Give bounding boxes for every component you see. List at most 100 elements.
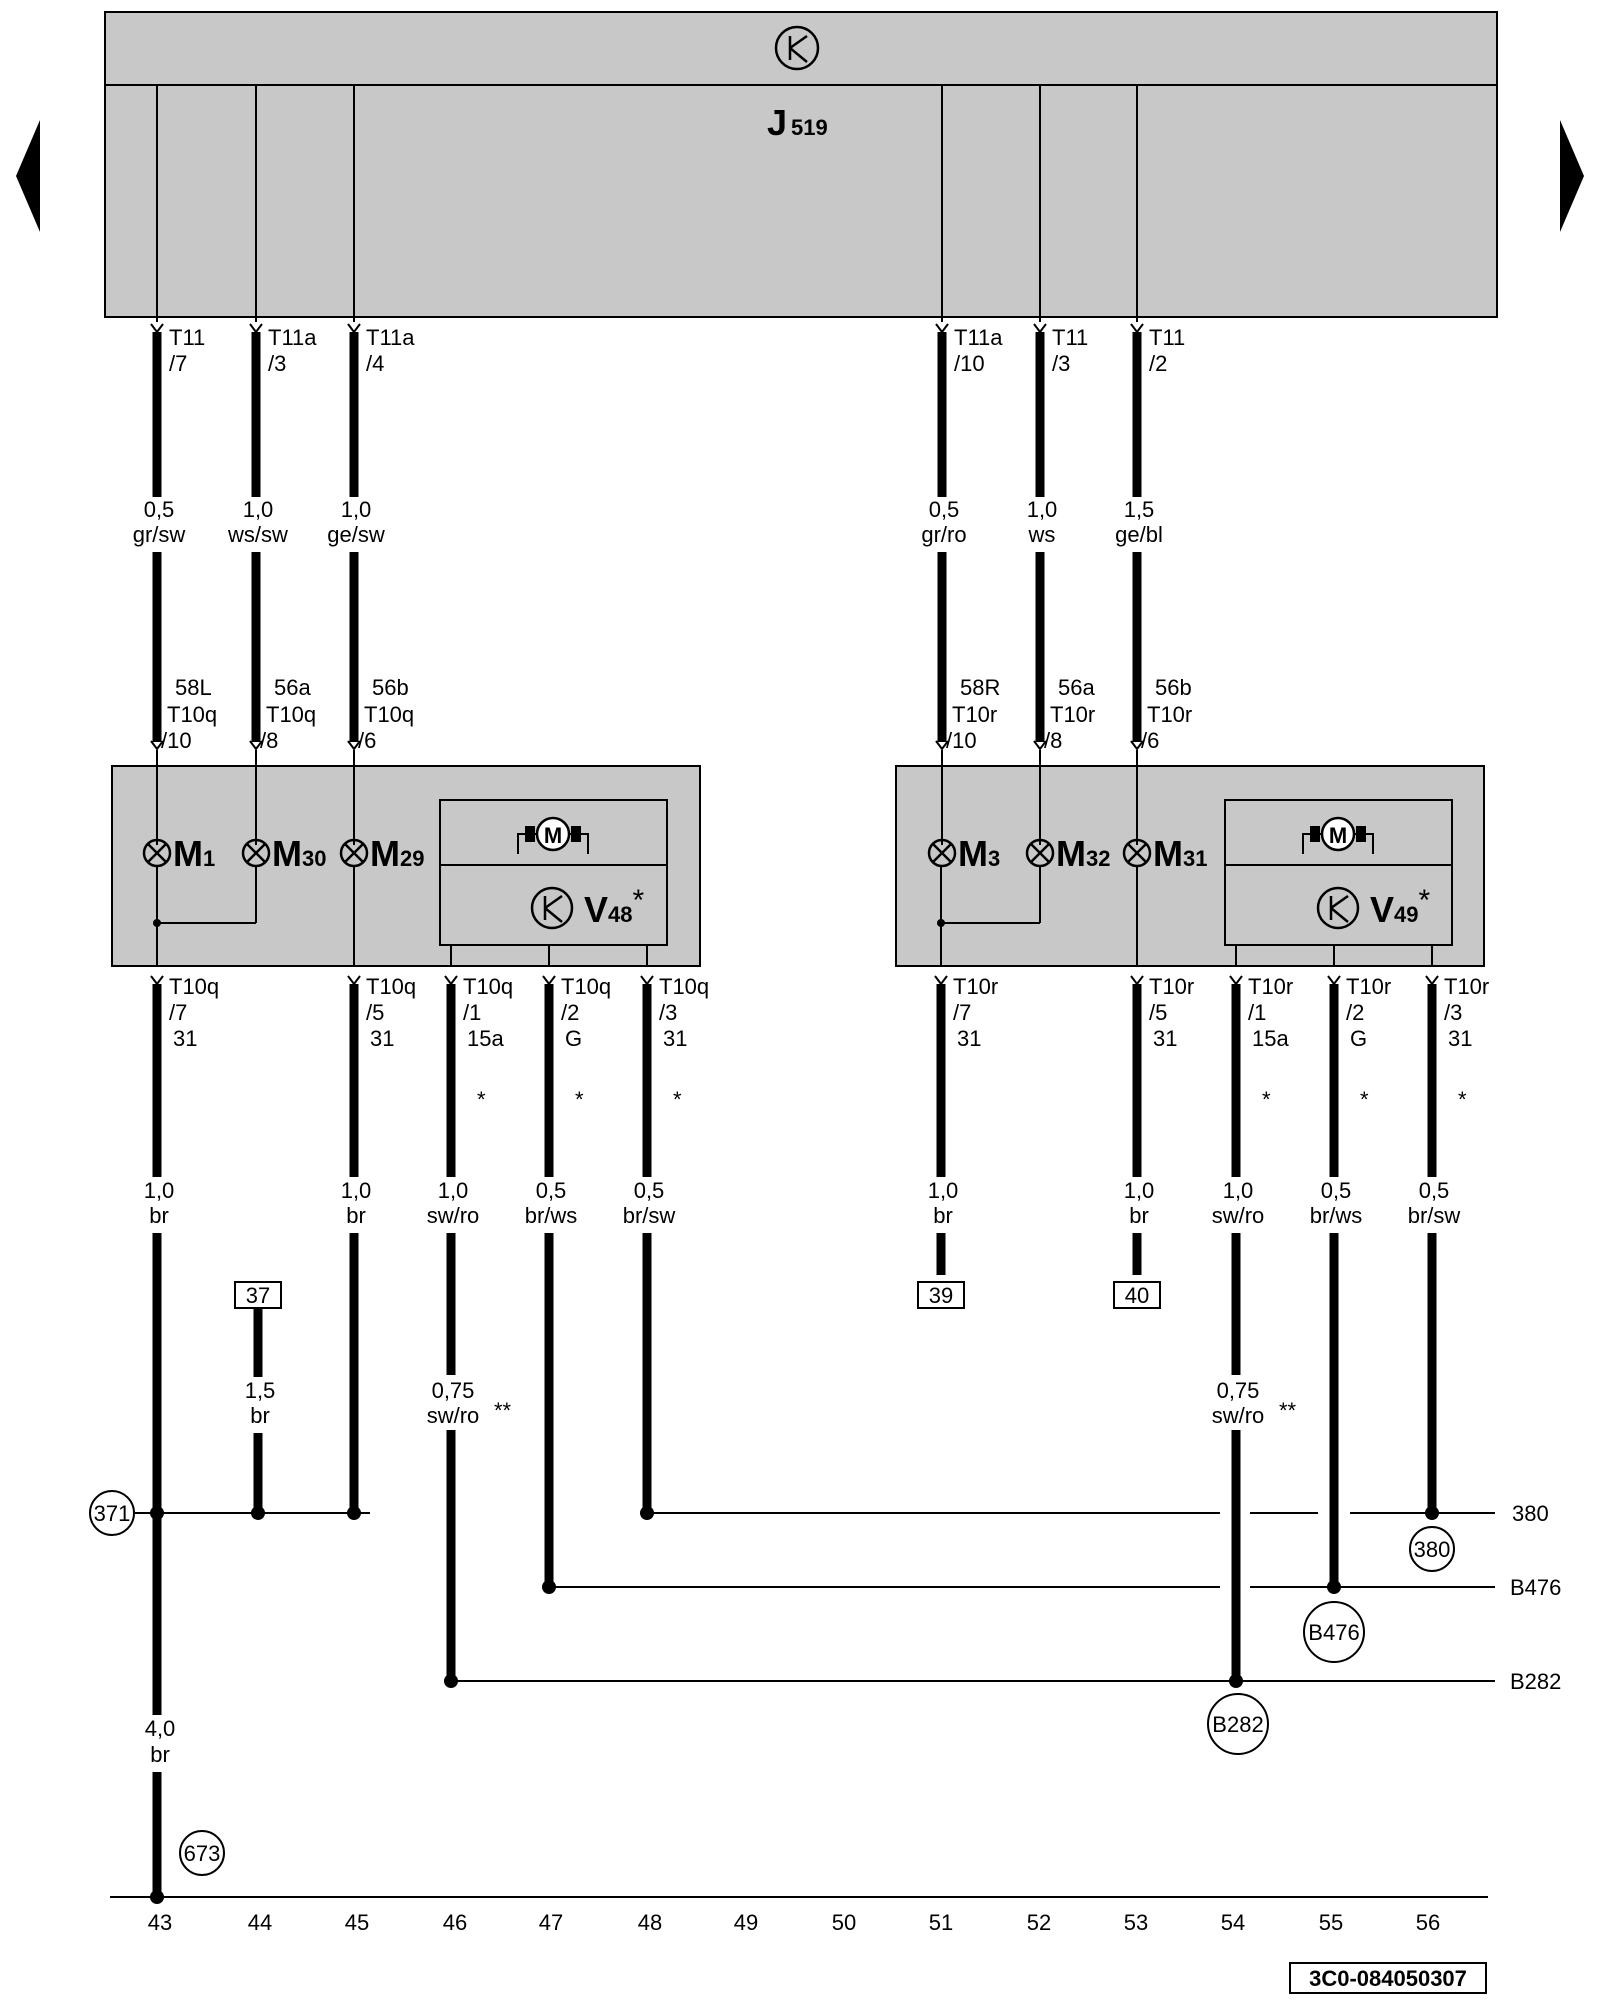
module-out-pin: /2: [1346, 1000, 1364, 1025]
circle-ref: 380: [1414, 1537, 1451, 1562]
variant-mark: *: [673, 1087, 682, 1112]
motor-circle: [535, 816, 571, 852]
junction-dot: [1327, 1580, 1341, 1594]
unit-line: [544, 907, 563, 923]
module-in-terminal: 56b: [372, 675, 409, 700]
module-out-pin: /5: [1149, 1000, 1167, 1025]
lamp-label: M31: [1153, 833, 1207, 874]
top-pin-number: /4: [366, 351, 384, 376]
top-pin-connector: T11a: [268, 325, 317, 350]
lower-wire-color: br: [346, 1203, 366, 1228]
module-in-connector-arrow-icon: [347, 740, 361, 751]
module-in-connector: T10q: [167, 702, 217, 727]
prev-page-arrow-icon[interactable]: [16, 120, 40, 232]
upper-wire-color: ge/bl: [1115, 522, 1163, 547]
module-in-terminal: 56a: [274, 675, 311, 700]
lamp-index: 32: [1086, 846, 1110, 871]
lamp-label: M1: [173, 833, 215, 874]
top-pin-number: /10: [954, 351, 985, 376]
module-in-pin: /6: [358, 728, 376, 753]
lower-wire-size: 1,0: [438, 1178, 469, 1203]
circle-ref: 371: [94, 1501, 131, 1526]
lamp-index: 30: [302, 846, 326, 871]
module-out-terminal: 31: [370, 1026, 394, 1051]
module-out-pin: /3: [1444, 1000, 1462, 1025]
boxed-ref-box: [917, 1281, 965, 1309]
module-out-terminal: G: [565, 1026, 582, 1051]
module-out-connector-arrow-icon: [934, 975, 948, 986]
motor-letter: M: [544, 823, 562, 848]
upper-wire-size: 1,0: [243, 497, 274, 522]
motor-brush: [1310, 826, 1320, 842]
module-out-connector: T10r: [1444, 974, 1489, 999]
module-out-terminal: 15a: [1252, 1026, 1289, 1051]
module-out-connector-arrow-icon: [150, 975, 164, 986]
motor-letter: M: [1329, 823, 1347, 848]
upper-wire-color: ge/sw: [327, 522, 385, 547]
next-page-arrow-icon[interactable]: [1560, 120, 1584, 232]
lamp-cross: [932, 843, 952, 863]
lamp-cross: [1030, 843, 1050, 863]
variant-mark: *: [477, 1087, 486, 1112]
top-connector-arrow-icon: [249, 323, 263, 334]
top-pin-number: /2: [1149, 351, 1167, 376]
circle-ref: B476: [1308, 1620, 1359, 1645]
variant-mark: **: [494, 1398, 512, 1423]
motor-brush: [1356, 826, 1366, 842]
lower-wire-size: 0,5: [536, 1178, 567, 1203]
module-in-connector-arrow-icon: [249, 740, 263, 751]
boxed-ref: 40: [1125, 1283, 1149, 1308]
unit-index: 48: [608, 902, 632, 927]
upper-wire-size: 1,0: [341, 497, 372, 522]
lamp-circle: [339, 838, 369, 868]
top-connector-arrow-icon: [935, 323, 949, 334]
junction-dot: [542, 1580, 556, 1594]
module-out-connector-arrow-icon: [1229, 975, 1243, 986]
unit-symbol-icon: [1316, 886, 1360, 930]
top-pin-number: /3: [268, 351, 286, 376]
unit-label: V49*: [1370, 884, 1431, 930]
lower-wire-color: sw/ro: [1212, 1203, 1265, 1228]
top-pin-connector: T11a: [366, 325, 415, 350]
track-number: 55: [1319, 1910, 1343, 1935]
lamp-icon: [1025, 838, 1055, 868]
junction-dot: [251, 1506, 265, 1520]
track-number: 53: [1124, 1910, 1148, 1935]
module-out-pin: /2: [561, 1000, 579, 1025]
upper-wire-size: 0,5: [144, 497, 175, 522]
track-number: 49: [734, 1910, 758, 1935]
module-in-terminal: 58L: [175, 675, 212, 700]
motor-icon: M: [517, 816, 589, 854]
extra-wire-size: 0,75: [432, 1378, 475, 1403]
track-number: 48: [638, 1910, 662, 1935]
variant-mark: *: [1458, 1087, 1467, 1112]
lower-wire-color: br/sw: [1408, 1203, 1461, 1228]
bus-label: B282: [1510, 1669, 1561, 1694]
lamp-label: M30: [272, 833, 326, 874]
lamp-name: M: [1153, 833, 1183, 874]
track-number: 50: [832, 1910, 856, 1935]
lamp-circle: [142, 838, 172, 868]
circle-ref-circle: [89, 1490, 135, 1536]
lamp-name: M: [1056, 833, 1086, 874]
lower-wire-size: 1,0: [144, 1178, 175, 1203]
module-in-pin: /10: [161, 728, 192, 753]
lamp-name: M: [958, 833, 988, 874]
upper-wire-size: 1,0: [1027, 497, 1058, 522]
boxed-ref: 37: [246, 1283, 270, 1308]
unit-circle: [530, 886, 574, 930]
module-in-connector: T10q: [364, 702, 414, 727]
junction-dot: [153, 919, 161, 927]
module-out-connector-arrow-icon: [347, 975, 361, 986]
lamp-label: M32: [1056, 833, 1110, 874]
module-in-connector: T10r: [952, 702, 997, 727]
bus-label: 380: [1512, 1501, 1549, 1526]
module-out-pin: /3: [659, 1000, 677, 1025]
module-out-connector-arrow-icon: [1425, 975, 1439, 986]
module-out-pin: /7: [169, 1000, 187, 1025]
top-pin-connector: T11: [1149, 325, 1185, 350]
lower-wire-size: 1,0: [1223, 1178, 1254, 1203]
track-number: 56: [1416, 1910, 1440, 1935]
unit-label: V48*: [584, 884, 645, 930]
